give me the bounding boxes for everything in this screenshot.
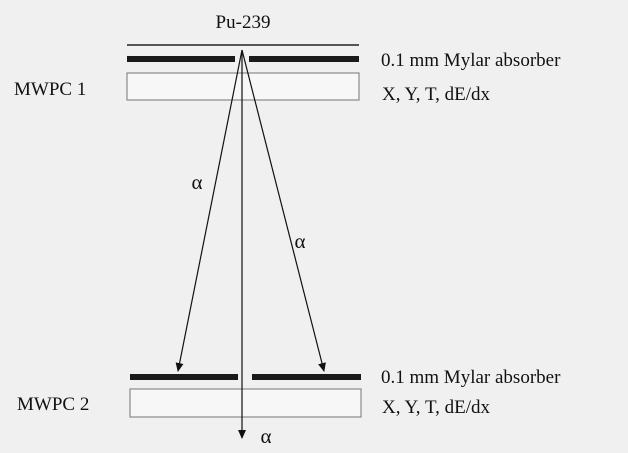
mwpc-2-chamber xyxy=(129,388,362,418)
alpha-label-straight: α xyxy=(260,424,271,448)
absorber-2-left-segment xyxy=(130,374,238,380)
mwpc-1-readout-label: X, Y, T, dE/dx xyxy=(382,84,491,105)
alpha-label-left: α xyxy=(191,170,202,194)
mwpc-2-label: MWPC 2 xyxy=(17,394,89,415)
source-label: Pu-239 xyxy=(216,12,271,33)
mwpc-1-absorber-label: 0.1 mm Mylar absorber xyxy=(381,50,561,71)
mwpc-2-absorber-label: 0.1 mm Mylar absorber xyxy=(381,367,561,388)
alpha-label-right: α xyxy=(294,229,305,253)
absorber-1-right-segment xyxy=(249,56,359,62)
mwpc-1-chamber xyxy=(126,72,360,101)
alpha-track-right xyxy=(241,49,326,372)
absorber-2-right-segment xyxy=(252,374,361,380)
absorber-1-left-segment xyxy=(127,56,235,62)
mwpc-1-label: MWPC 1 xyxy=(14,79,86,100)
alpha-track-left xyxy=(175,49,243,372)
mwpc-2-readout-label: X, Y, T, dE/dx xyxy=(382,397,491,418)
